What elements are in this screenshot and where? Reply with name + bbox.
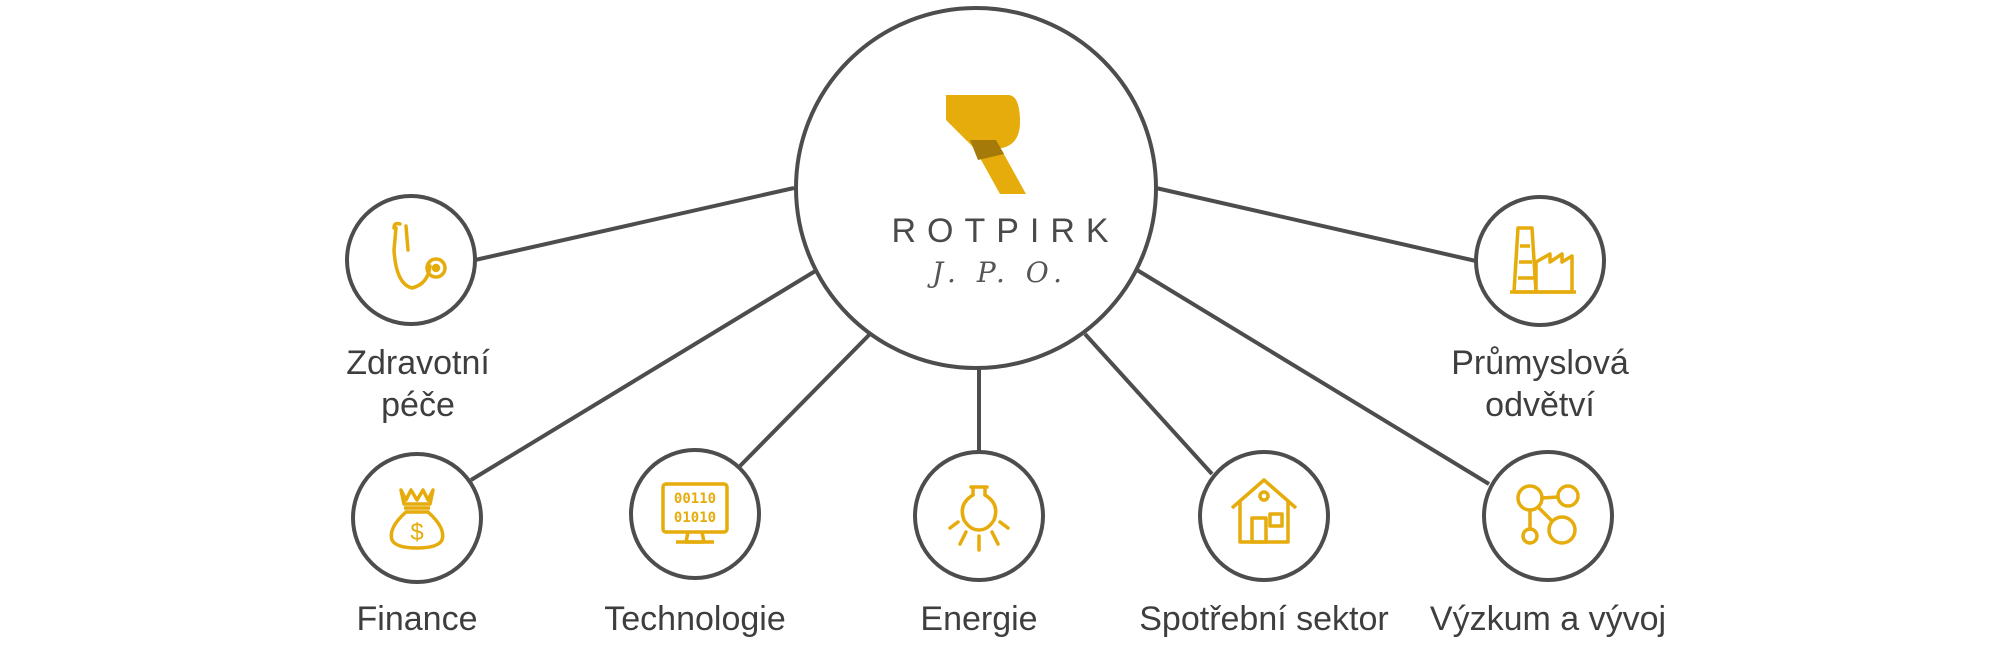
label-line: odvětví	[1485, 386, 1595, 424]
light-bulb-icon	[948, 485, 1010, 552]
label-line: Zdravotní	[346, 344, 490, 382]
connectors	[469, 186, 1491, 486]
dollar-sign: $	[410, 519, 423, 546]
hub	[794, 6, 1158, 370]
house-icon	[1230, 478, 1298, 544]
factory-icon	[1510, 226, 1576, 294]
node-finance: $	[351, 452, 483, 584]
node-industry	[1474, 195, 1606, 327]
label-finance: Finance	[356, 600, 478, 638]
binary-digits: 01010	[674, 510, 716, 526]
money-bag-icon	[389, 488, 445, 550]
node-energy	[913, 450, 1045, 582]
stethoscope-icon	[392, 221, 447, 290]
brand-name: ROTPIRK	[891, 212, 1120, 250]
connector-consumer	[1083, 332, 1214, 476]
molecule-icon	[1516, 484, 1580, 545]
connector-finance	[469, 268, 819, 482]
label-research: Výzkum a vývoj	[1429, 600, 1667, 638]
node-consumer	[1198, 450, 1330, 582]
label-technology: Technologie	[604, 600, 786, 638]
label-line: Průmyslová	[1451, 344, 1629, 382]
node-technology: 00110 01010	[629, 448, 761, 580]
letter-r-logo-icon	[946, 95, 1026, 194]
label-healthcare: Zdravotní péče	[346, 342, 490, 426]
label-industry: Průmyslová odvětví	[1451, 342, 1629, 426]
label-energy: Energie	[920, 600, 1038, 638]
label-consumer: Spotřební sektor	[1139, 600, 1389, 638]
label-line: péče	[381, 386, 455, 424]
node-research	[1482, 450, 1614, 582]
computer-monitor-icon	[661, 482, 729, 544]
connector-healthcare	[474, 186, 795, 262]
hub-circle	[794, 6, 1158, 370]
node-healthcare	[345, 194, 477, 326]
connector-industry	[1155, 186, 1477, 263]
connector-technology	[738, 332, 872, 468]
brand-subtitle: J. P. O.	[931, 256, 1069, 289]
connector-research	[1135, 268, 1491, 486]
binary-digits: 00110	[674, 491, 716, 507]
